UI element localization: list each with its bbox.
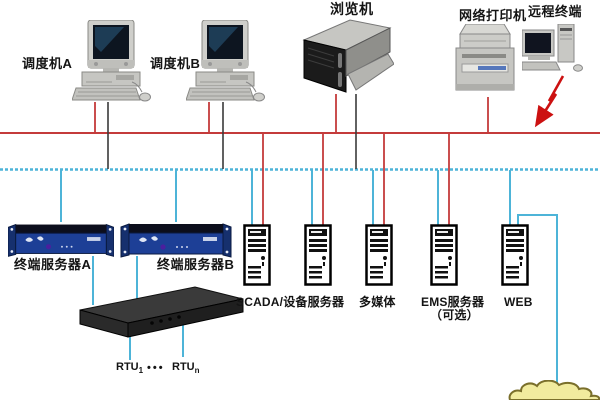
mouse (573, 64, 583, 72)
multimedia-label: 多媒体 (359, 295, 396, 309)
ems-server-note: （可选） (430, 308, 479, 322)
browser-label: 浏览机 (330, 1, 374, 17)
printer-label: 网络打印机 (459, 8, 527, 23)
terminal-server-b-icon (120, 223, 232, 258)
remote-terminal-arrow (534, 75, 565, 128)
multimedia-server-icon (365, 224, 393, 286)
remote-terminal-label: 远程终端 (528, 4, 583, 19)
monitor-screen (525, 33, 551, 53)
rtu-first-sub: 1 (138, 366, 144, 376)
network-printer-icon (455, 24, 515, 91)
scada-server-1-icon (243, 224, 271, 286)
terminal-server-a-label: 终端服务器A (14, 257, 92, 272)
rtu-last-label: RTUn (172, 361, 200, 376)
rtu-first-label: RTU1 (116, 361, 144, 376)
dispatcher-b-computer-icon (186, 20, 265, 102)
scada-server-label: SCADA/设备服务器 (236, 295, 345, 309)
terminal-server-b-label: 终端服务器B (157, 257, 235, 272)
mouse (253, 92, 265, 102)
keyboard (522, 61, 561, 71)
terminal-server-a-icon (8, 223, 114, 257)
dispatcher-b-label: 调度机B (150, 56, 201, 71)
rtu-switch-box-icon (79, 286, 244, 338)
rtu-last-base: RTU (172, 361, 195, 373)
keyboard (72, 87, 141, 101)
remote-terminal-icon (522, 24, 583, 72)
dispatcher-a-label: 调度机A (22, 56, 73, 71)
scada-server-2-icon (304, 224, 332, 286)
ems-server-label: EMS服务器 (421, 295, 485, 309)
browser-machine-icon (302, 19, 394, 93)
wire-web-to-cloud (517, 214, 558, 383)
web-server-icon (501, 224, 529, 286)
rtu-first-base: RTU (116, 361, 139, 373)
web-server-label: WEB (504, 295, 533, 309)
dispatcher-a-computer-icon (72, 20, 151, 102)
keyboard (186, 87, 255, 101)
open-door-flap (347, 53, 394, 91)
mouse (139, 92, 151, 102)
internet-cloud-icon (508, 380, 600, 400)
rtu-last-sub: n (194, 366, 200, 376)
ems-server-icon (430, 224, 458, 286)
rtu-ellipsis: ••• (147, 362, 165, 374)
